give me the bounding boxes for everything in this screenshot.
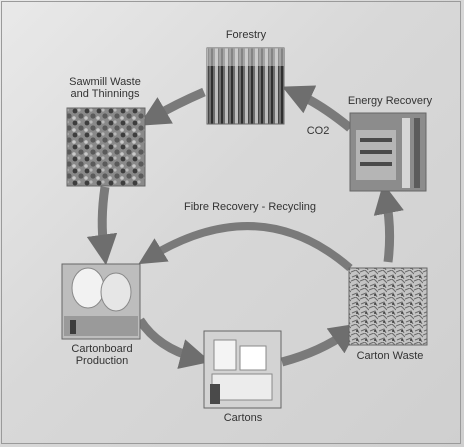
fibre-recovery-label: Fibre Recovery - Recycling	[183, 201, 317, 213]
cartonboard-photo	[61, 263, 141, 340]
arrow-forestry-to-sawmill	[138, 87, 206, 126]
sawmill-waste-photo	[66, 107, 146, 187]
sawmill-waste-label: Sawmill Waste and Thinnings	[69, 76, 141, 100]
arrow-energy-to-forestry	[282, 85, 353, 132]
arrow-cartonboard-to-cartons	[136, 317, 211, 369]
cartonboard-production-label: Cartonboard Production	[71, 343, 133, 367]
arrow-cartons-to-carton-waste	[280, 323, 361, 367]
forestry-label: Forestry	[225, 29, 267, 41]
energy-recovery-label: Energy Recovery	[347, 95, 433, 107]
carton-waste-label: Carton Waste	[356, 350, 424, 362]
co2-label: CO2	[306, 125, 330, 137]
arrow-carton-waste-to-energy	[373, 182, 404, 263]
arrow-sawmill-to-cartonboard	[86, 186, 118, 266]
forestry-photo	[206, 47, 285, 125]
cartons-label: Cartons	[223, 412, 263, 424]
arrow-fibre-recovery	[138, 222, 353, 272]
cartons-photo	[203, 330, 282, 409]
energy-recovery-photo	[349, 112, 427, 192]
carton-waste-photo	[348, 267, 428, 346]
